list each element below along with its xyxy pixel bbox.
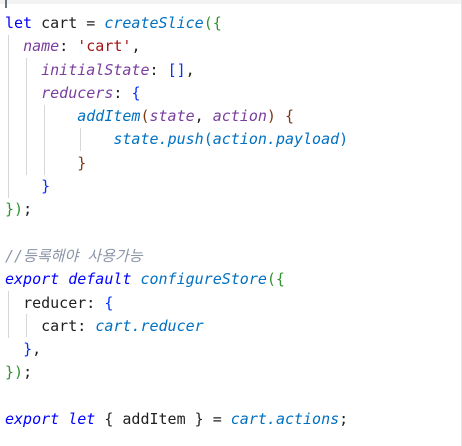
code-lines: let cart = createSlice({ name: 'cart', i…	[5, 12, 348, 431]
code-line-blank	[5, 385, 348, 408]
punctuation: ,	[131, 37, 141, 56]
code-line-9: });	[5, 198, 348, 221]
bracket: }	[41, 177, 51, 196]
cursor-marker	[5, 0, 7, 8]
bracket: []	[167, 60, 186, 79]
code-line-7: }	[5, 152, 348, 175]
code-line-blank	[5, 222, 348, 245]
bracket: {	[104, 410, 123, 429]
bracket: )	[339, 130, 349, 149]
bracket: (	[140, 107, 150, 126]
bracket: }	[5, 200, 15, 219]
bracket: }	[185, 410, 204, 429]
code-line-16: });	[5, 361, 348, 384]
indent-guide	[8, 35, 9, 198]
punctuation: :	[77, 316, 96, 335]
property-key: reducers	[41, 83, 114, 102]
property-name: reducer	[140, 316, 204, 335]
punctuation: :	[149, 60, 168, 79]
punctuation: ;	[23, 363, 33, 382]
code-line-4: reducers: {	[5, 82, 348, 105]
punctuation: .	[266, 130, 276, 149]
bracket: {	[131, 83, 141, 102]
bracket: {	[275, 107, 294, 126]
keyword: export	[5, 410, 60, 429]
code-line-8: }	[5, 175, 348, 198]
function-name: addItem	[77, 107, 141, 126]
punctuation: ,	[194, 107, 213, 126]
bracket: )	[14, 363, 24, 382]
property-key: reducer	[23, 293, 87, 312]
parameter: state	[149, 107, 195, 126]
comment: //등록해야 사용가능	[5, 246, 143, 265]
keyword: default	[59, 270, 141, 289]
punctuation: ,	[32, 340, 42, 359]
indent-guide	[26, 314, 27, 337]
code-line-13: reducer: {	[5, 292, 348, 315]
bracket: )	[266, 107, 276, 126]
property-key: cart	[41, 316, 78, 335]
object-name: cart	[95, 316, 132, 335]
object-name: cart	[230, 410, 267, 429]
punctuation: ;	[23, 200, 33, 219]
editor-top-strip	[0, 0, 462, 4]
property-key: initialState	[41, 60, 150, 79]
property-name: payload	[275, 130, 340, 149]
object-name: state	[113, 130, 159, 149]
bracket: }	[23, 340, 33, 359]
property-name: actions	[275, 410, 340, 429]
bracket: {	[104, 293, 114, 312]
identifier: addItem	[122, 410, 186, 429]
bracket: }	[77, 153, 87, 172]
string-literal: 'cart'	[77, 37, 132, 56]
punctuation: .	[131, 316, 141, 335]
code-line-15: },	[5, 338, 348, 361]
keyword: let	[59, 410, 105, 429]
function-name: configureStore	[140, 270, 267, 289]
property-key: name	[23, 37, 60, 56]
function-name: createSlice	[104, 14, 204, 32]
code-line-12: export default configureStore({	[5, 268, 348, 291]
punctuation: ;	[339, 410, 349, 429]
code-line-3: initialState: [],	[5, 59, 348, 82]
punctuation: :	[86, 293, 105, 312]
punctuation: ,	[185, 60, 195, 79]
code-line-14: cart: cart.reducer	[5, 315, 348, 338]
bracket: (	[203, 130, 213, 149]
indent-guide	[26, 58, 27, 175]
punctuation: :	[113, 83, 132, 102]
code-line-2: name: 'cart',	[5, 35, 348, 58]
code-line-6: state.push(action.payload)	[5, 128, 348, 151]
indent-guide	[80, 128, 81, 151]
indent-guide	[8, 291, 9, 338]
argument: action	[212, 130, 267, 149]
bracket: ({	[203, 14, 222, 32]
punctuation: .	[158, 130, 168, 149]
keyword: export	[5, 270, 60, 289]
plain-text: cart =	[32, 14, 105, 32]
bracket: )	[14, 200, 24, 219]
punctuation: :	[59, 37, 78, 56]
code-line-5: addItem(state, action) {	[5, 105, 348, 128]
parameter: action	[212, 107, 267, 126]
bracket: }	[5, 363, 15, 382]
indent-guide	[44, 105, 45, 175]
method-name: push	[167, 130, 204, 149]
punctuation: .	[266, 410, 276, 429]
bracket: ({	[266, 270, 285, 289]
code-line-11: //등록해야 사용가능	[5, 245, 348, 268]
keyword: let	[5, 14, 33, 32]
code-line-18: export let { addItem } = cart.actions;	[5, 408, 348, 431]
code-line-1: let cart = createSlice({	[5, 12, 348, 35]
operator: =	[203, 410, 231, 429]
